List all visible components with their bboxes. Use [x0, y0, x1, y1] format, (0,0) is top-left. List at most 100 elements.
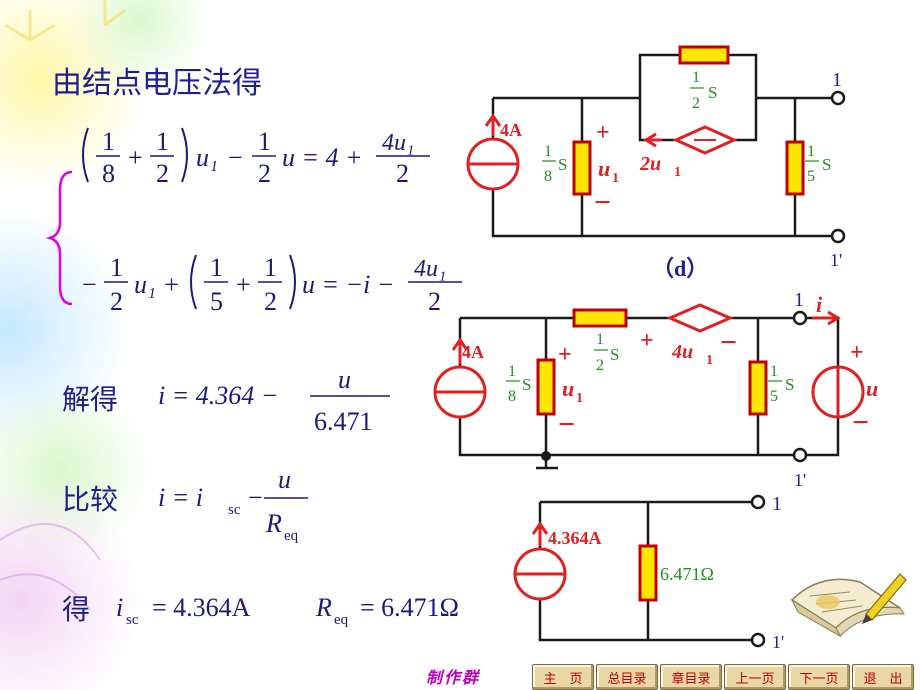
- g-e-top-n: 1: [596, 331, 604, 348]
- compare-sub: sc: [228, 502, 241, 518]
- resistor-d-left: [572, 140, 592, 196]
- circuit-d: [491, 53, 832, 238]
- node-f-1: 1: [772, 493, 782, 515]
- eq2-f4d: 2: [428, 287, 441, 316]
- compare-expression: i = i sc − u R eq: [158, 465, 308, 544]
- g-d-right-unit: S: [822, 155, 831, 174]
- u-e-label: u: [866, 376, 878, 401]
- eq2-f1d: 2: [110, 287, 123, 316]
- terminal-e-1prime: [792, 447, 808, 463]
- svg-text:+: +: [236, 270, 251, 299]
- u1-e-sub: 1: [576, 391, 583, 406]
- g-d-top-d: 2: [692, 95, 700, 112]
- arrow-d-source: [484, 113, 502, 136]
- solve-num: u: [338, 365, 351, 394]
- resistor-e-left: [536, 358, 556, 416]
- method-heading: 由结点电压法得: [52, 66, 262, 101]
- solve-expression: i = 4.364 − u 6.471: [158, 365, 390, 436]
- compare-minus: −: [248, 483, 263, 512]
- dep-e-minus: −: [720, 326, 737, 359]
- nav-exit-button[interactable]: 退 出: [852, 664, 914, 690]
- caption-d: （d）: [652, 256, 708, 281]
- node-e-current: i: [816, 292, 823, 317]
- circuit-e: [458, 316, 840, 470]
- eq1-rhs: u = 4 +: [282, 143, 363, 172]
- eq2-f2n: 1: [210, 253, 223, 282]
- u1-d-plus: +: [596, 120, 610, 146]
- compare-label: 比较: [62, 483, 119, 516]
- resistor-e-top: [572, 308, 628, 328]
- notebook-pen-icon: [790, 573, 907, 638]
- terminal-e-1: [792, 310, 808, 326]
- label-e-source: 4A: [462, 342, 484, 362]
- dep-e-plus: +: [640, 328, 654, 354]
- solve-den: 6.471: [314, 407, 373, 436]
- result-req-sub: eq: [334, 612, 349, 628]
- terminal-f-1: [750, 494, 766, 510]
- g-d-left-d: 8: [544, 168, 552, 185]
- compare-den-sub: eq: [284, 528, 299, 544]
- arrow-d-dep: [643, 132, 662, 148]
- g-e-left-n: 1: [508, 363, 516, 380]
- arrow-f-source: [531, 521, 549, 546]
- dep-e-sub: 1: [706, 353, 713, 368]
- eq2-rhs: u = −i −: [302, 270, 394, 299]
- g-d-top-n: 1: [692, 69, 700, 86]
- label-d-source: 4A: [500, 120, 522, 140]
- g-e-top-unit: S: [610, 345, 619, 364]
- g-e-top-d: 2: [596, 357, 604, 374]
- node-e-1prime: 1': [794, 470, 806, 490]
- g-e-right-d: 5: [770, 388, 778, 405]
- equation-brace: [45, 170, 73, 306]
- eq1-f4n: 4u₁: [382, 130, 414, 156]
- u-e-minus: −: [852, 406, 869, 439]
- eq2-f3d: 2: [264, 287, 277, 316]
- u1-d-sub: 1: [612, 171, 619, 186]
- u1-e-plus: +: [558, 342, 572, 368]
- u1-d-label: u: [598, 156, 610, 181]
- g-e-left-unit: S: [522, 375, 531, 394]
- eq1-f1d: 8: [102, 159, 115, 188]
- terminal-d-1prime: [830, 228, 846, 244]
- compare-lhs: i = i: [158, 483, 203, 512]
- dep-e-label: 4u: [671, 341, 693, 363]
- maker-label: 制作群: [426, 668, 481, 687]
- eq2-f1n: 1: [110, 253, 123, 282]
- terminal-d-1: [830, 90, 846, 106]
- eq2-lead: −: [82, 270, 97, 299]
- eq1-u1: u₁: [196, 143, 218, 172]
- g-e-right-n: 1: [770, 363, 778, 380]
- nav-prev-button[interactable]: 上一页: [724, 664, 786, 690]
- result-req: R: [315, 593, 332, 622]
- nav-toc-button[interactable]: 总目录: [596, 664, 658, 690]
- eq2-f3n: 1: [264, 253, 277, 282]
- node-d-1prime: 1': [830, 250, 842, 270]
- eq1-f3d: 2: [258, 159, 271, 188]
- result-req-val: = 6.471Ω: [360, 593, 459, 622]
- compare-den: R: [265, 509, 282, 538]
- ground-dot-e: [541, 451, 551, 461]
- dependent-source-e: [666, 303, 734, 333]
- u1-e-label: u: [562, 376, 574, 401]
- g-d-right-d: 5: [807, 168, 815, 185]
- arrow-e-current: [812, 310, 841, 326]
- nav-home-button[interactable]: 主 页: [532, 664, 594, 690]
- node-e-1: 1: [794, 289, 804, 311]
- nav-chapter-button[interactable]: 章目录: [660, 664, 722, 690]
- g-d-left-n: 1: [544, 143, 552, 160]
- svg-text:+: +: [128, 143, 143, 172]
- eq1-f1n: 1: [102, 127, 115, 156]
- nav-next-button[interactable]: 下一页: [788, 664, 850, 690]
- eq1-f2d: 2: [156, 159, 169, 188]
- result-isc: i: [116, 593, 123, 622]
- dep-d-label: 2u: [639, 153, 661, 175]
- u1-d-minus: −: [594, 186, 611, 219]
- label-f-source: 4.364A: [548, 528, 602, 548]
- dep-d-sub: 1: [674, 165, 681, 180]
- node-d-1: 1: [832, 69, 842, 91]
- nav-bar: 主 页 总目录 章目录 上一页 下一页 退 出: [532, 664, 914, 690]
- g-d-right-n: 1: [807, 143, 815, 160]
- g-d-top-unit: S: [708, 83, 717, 102]
